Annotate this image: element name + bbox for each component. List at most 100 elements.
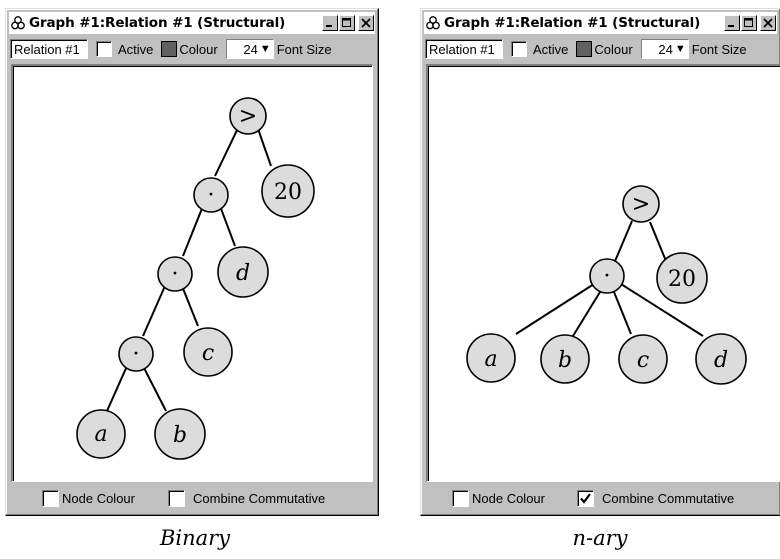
font-size-select[interactable]: 24 ▼ [225, 39, 274, 59]
font-size-value: 24 [243, 41, 258, 57]
font-size-label: Font Size [691, 41, 747, 57]
graph-canvas[interactable]: > · 20 a b c d [426, 64, 780, 482]
node-b[interactable]: b [540, 334, 590, 384]
minimize-button[interactable] [724, 15, 740, 31]
window-title: Graph #1:Relation #1 (Structural) [29, 15, 286, 31]
combine-commutative-checkbox[interactable] [168, 489, 185, 507]
maximize-icon [342, 18, 351, 27]
colour-label: Colour [594, 41, 633, 57]
node-colour-label: Node Colour [62, 490, 135, 506]
active-label: Active [533, 41, 569, 57]
bottom-bar: Node Colour Combine Commutative [10, 487, 374, 509]
close-button[interactable] [760, 15, 776, 31]
close-icon [361, 18, 371, 28]
node-c[interactable]: c [183, 327, 233, 377]
node-20[interactable]: 20 [656, 252, 708, 304]
node-d[interactable]: d [217, 246, 269, 298]
node-label: · [208, 183, 215, 208]
node-a[interactable]: a [76, 409, 126, 459]
checkmark-icon [580, 492, 591, 504]
toolbar: Relation #1 Active Colour 24 ▼ Font Size [10, 37, 374, 61]
node-label: · [172, 262, 179, 287]
edge [142, 365, 167, 412]
edge [613, 291, 632, 335]
title-bar[interactable]: Graph #1:Relation #1 (Structural) [9, 12, 375, 34]
edge [181, 285, 199, 327]
app-logo-icon [11, 16, 25, 30]
node-a[interactable]: a [466, 333, 516, 383]
combine-commutative-label: Combine Commutative [602, 490, 735, 506]
node-colour-label: Node Colour [472, 490, 545, 506]
node-dot-2[interactable]: · [157, 256, 193, 292]
node-label: a [94, 422, 107, 447]
node-label: · [604, 264, 611, 289]
node-dot-3[interactable]: · [118, 336, 154, 372]
maximize-button[interactable] [339, 15, 355, 31]
minimize-icon [728, 25, 734, 27]
node-label: d [714, 348, 728, 373]
edge [620, 283, 704, 337]
node-greater-than[interactable]: > [622, 185, 660, 223]
node-label: d [236, 261, 250, 286]
node-greater-than[interactable]: > [229, 97, 267, 135]
edge [106, 365, 128, 412]
maximize-button[interactable] [741, 15, 757, 31]
maximize-icon [744, 18, 753, 27]
tree-diagram: > · 20 a b c d [466, 185, 747, 385]
minimize-button[interactable] [322, 15, 338, 31]
chevron-down-icon: ▼ [674, 43, 686, 55]
edge [515, 283, 595, 335]
relation-field[interactable]: Relation #1 [10, 39, 88, 59]
node-label: > [239, 104, 257, 129]
close-icon [763, 18, 773, 28]
edge [142, 285, 166, 337]
caption-binary: Binary [159, 526, 231, 550]
font-size-select[interactable]: 24 ▼ [640, 39, 689, 59]
node-c[interactable]: c [618, 334, 668, 384]
close-button[interactable] [358, 15, 374, 31]
colour-swatch[interactable] [161, 41, 178, 57]
node-label: c [637, 348, 649, 373]
chevron-down-icon: ▼ [259, 43, 271, 55]
node-label: 20 [668, 267, 696, 292]
node-label: 20 [274, 180, 302, 205]
toolbar: Relation #1 Active Colour 24 ▼ Font Size [425, 37, 780, 61]
bottom-bar: Node Colour Combine Commutative [425, 487, 776, 509]
node-colour-checkbox[interactable] [452, 489, 469, 507]
node-label: c [202, 341, 214, 366]
node-label: b [173, 423, 187, 448]
colour-label: Colour [179, 41, 218, 57]
node-b[interactable]: b [154, 408, 206, 460]
node-label: b [558, 348, 572, 373]
graph-canvas[interactable]: > · 20 · d · c [11, 64, 373, 482]
node-label: a [484, 347, 497, 372]
minimize-icon [326, 25, 332, 27]
node-label: > [632, 192, 650, 217]
window-title: Graph #1:Relation #1 (Structural) [444, 15, 701, 31]
edge [182, 205, 204, 257]
active-label: Active [118, 41, 154, 57]
edge [214, 125, 240, 177]
caption-nary: n-ary [572, 526, 628, 550]
node-colour-checkbox[interactable] [42, 489, 59, 507]
font-size-value: 24 [658, 41, 673, 57]
title-bar[interactable]: Graph #1:Relation #1 (Structural) [424, 12, 777, 34]
node-dot-1[interactable]: · [193, 177, 229, 213]
tree-diagram: > · 20 · d · c [76, 97, 315, 460]
node-20[interactable]: 20 [261, 164, 315, 218]
active-checkbox[interactable] [96, 41, 112, 57]
edge [572, 291, 601, 337]
node-d[interactable]: d [695, 333, 747, 385]
graph-window-binary: Graph #1:Relation #1 (Structural) Relati… [5, 8, 379, 516]
edge [649, 221, 667, 262]
edge [612, 220, 633, 267]
combine-commutative-checkbox[interactable] [577, 489, 594, 507]
app-logo-icon [426, 16, 440, 30]
active-checkbox[interactable] [511, 41, 527, 57]
node-dot[interactable]: · [589, 258, 625, 294]
relation-field[interactable]: Relation #1 [425, 39, 503, 59]
font-size-label: Font Size [276, 41, 332, 57]
node-label: · [133, 342, 140, 367]
colour-swatch[interactable] [576, 41, 593, 57]
combine-commutative-label: Combine Commutative [193, 490, 326, 506]
